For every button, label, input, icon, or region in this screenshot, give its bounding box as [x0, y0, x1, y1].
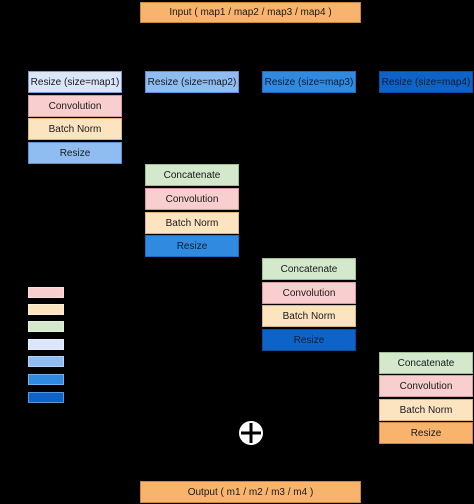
circle-plus-icon	[239, 421, 263, 445]
col1-batchnorm-box: Batch Norm	[28, 118, 122, 140]
input-box: Input ( map1 / map2 / map3 / map4 )	[140, 2, 361, 23]
col3-concatenate-box: Concatenate	[262, 258, 356, 280]
resize-map1-box: Resize (size=map1)	[28, 71, 122, 93]
output-box: Output ( m1 / m2 / m3 / m4 )	[140, 481, 361, 503]
col1-resize-box: Resize	[28, 142, 122, 164]
col2-convolution-box: Convolution	[145, 188, 239, 210]
legend-swatch-convolution	[28, 287, 64, 298]
col3-resize-box: Resize	[262, 329, 356, 351]
resize-map3-box: Resize (size=map3)	[262, 71, 356, 93]
legend-swatch-resize-map3	[28, 374, 64, 385]
legend-swatch-concatenate	[28, 321, 64, 332]
resize-map4-box: Resize (size=map4)	[379, 71, 473, 93]
col2-batchnorm-box: Batch Norm	[145, 212, 239, 234]
col4-convolution-box: Convolution	[379, 375, 473, 397]
col3-batchnorm-box: Batch Norm	[262, 305, 356, 327]
resize-map2-box: Resize (size=map2)	[145, 71, 239, 93]
col3-convolution-box: Convolution	[262, 282, 356, 304]
legend-swatch-resize-map1	[28, 339, 64, 350]
col2-concatenate-box: Concatenate	[145, 164, 239, 186]
col4-resize-box: Resize	[379, 422, 473, 444]
col1-convolution-box: Convolution	[28, 95, 122, 117]
col4-batchnorm-box: Batch Norm	[379, 399, 473, 421]
col2-resize-box: Resize	[145, 235, 239, 257]
legend-swatch-resize-map2	[28, 356, 64, 367]
col4-concatenate-box: Concatenate	[379, 352, 473, 374]
legend-swatch-batchnorm	[28, 304, 64, 315]
legend-swatch-resize-map4	[28, 392, 64, 403]
